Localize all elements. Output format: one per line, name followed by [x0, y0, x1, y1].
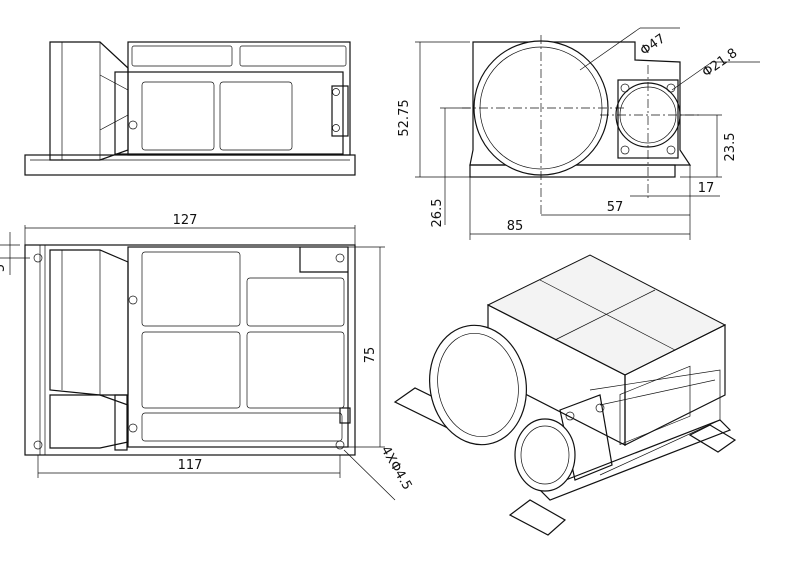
dim-top-width: 127: [173, 213, 198, 228]
dim-height-total: 52.75: [397, 99, 412, 136]
dim-top-height: 75: [363, 347, 378, 364]
dim-flange-offset: 5: [0, 264, 8, 272]
dim-mount-holes: 4XΦ4.5: [378, 444, 415, 493]
dim-front-width: 85: [507, 219, 524, 234]
side-view: [24, 41, 356, 176]
dim-center-to-center: 57: [607, 200, 624, 215]
dim-small-center-height: 23.5: [723, 133, 738, 162]
top-view: [24, 244, 356, 456]
dim-hole-span: 117: [178, 458, 203, 473]
dim-small-offset: 17: [698, 181, 715, 196]
front-view: [462, 35, 700, 215]
dim-small-diameter: Φ21.8: [700, 46, 741, 81]
dim-large-diameter: Φ47: [638, 31, 669, 59]
isometric-view: [393, 254, 737, 536]
dim-base-to-center: 26.5: [430, 199, 445, 228]
